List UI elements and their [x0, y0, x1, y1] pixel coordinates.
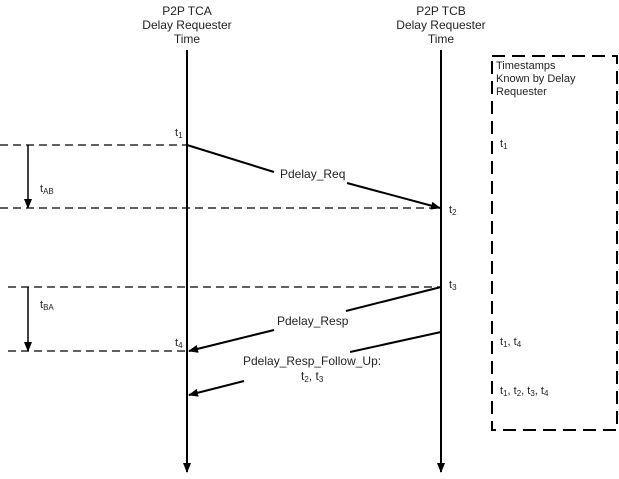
- tcb-header-line3: Time: [427, 32, 455, 46]
- pdelay-req-label: Pdelay_Req: [280, 167, 346, 181]
- t1-label: t1: [175, 127, 183, 140]
- tba-interval-label: tBA: [40, 299, 54, 312]
- known-timestamps-box: [491, 55, 618, 431]
- follow-up-label-line1: Pdelay_Resp_Follow_Up:: [243, 354, 382, 368]
- follow-up-label-line2: t2, t3: [301, 369, 324, 384]
- t4-label: t4: [175, 337, 183, 350]
- pdelay-resp-label: Pdelay_Resp: [277, 314, 349, 328]
- pdelay-req-arrow: [346, 182, 441, 210]
- follow-up-arrow: [188, 380, 245, 397]
- tca-header-line1: P2P TCA: [162, 4, 212, 18]
- t2-label: t2: [449, 204, 457, 217]
- tab-interval-label: tAB: [40, 183, 54, 196]
- tcb-header-line2: Delay Requester: [396, 18, 486, 32]
- pdelay-resp-arrow: [188, 329, 275, 353]
- pdelay-resp-arrow-start: [345, 286, 442, 312]
- tcb-header-line1: P2P TCB: [416, 4, 466, 18]
- tca-header-line2: Delay Requester: [142, 18, 232, 32]
- known-row-1: t1: [500, 138, 508, 151]
- known-row-3: t1, t2, t3, t4: [500, 385, 549, 398]
- known-box-title-line2: Known by Delay: [496, 73, 576, 85]
- known-box-title: Timestamps Known by Delay Requester: [496, 60, 576, 99]
- tca-header-line3: Time: [173, 32, 201, 46]
- tca-lane-header: P2P TCA Delay Requester Time: [117, 4, 257, 46]
- known-box-title-line3: Requester: [496, 86, 547, 98]
- pdelay-req-arrow-start: [186, 144, 275, 173]
- t3-label: t3: [449, 279, 457, 292]
- known-row-2: t1, t4: [500, 336, 522, 349]
- known-box-title-line1: Timestamps: [496, 60, 556, 72]
- tcb-lane-header: P2P TCB Delay Requester Time: [371, 4, 511, 46]
- follow-up-arrow-start: [349, 331, 442, 353]
